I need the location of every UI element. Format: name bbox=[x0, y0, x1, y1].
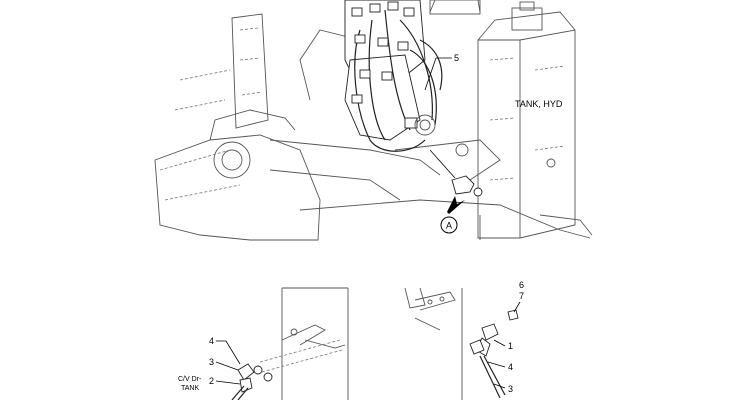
cv-dr-label: C/V Dr- bbox=[178, 376, 202, 383]
callout-1: 1 bbox=[508, 341, 513, 351]
lower-frame-structure bbox=[259, 287, 463, 400]
tank-label: TANK bbox=[181, 385, 199, 392]
hydraulic-tank bbox=[429, 0, 576, 239]
detail-a-fitting bbox=[429, 149, 483, 197]
right-fittings bbox=[469, 309, 519, 399]
control-valve-assembly bbox=[344, 0, 443, 152]
callout-6: 6 bbox=[519, 280, 524, 290]
callout-4-right: 4 bbox=[508, 362, 513, 372]
frame-structure bbox=[154, 13, 593, 241]
tank-hyd-label: TANK, HYD bbox=[515, 99, 563, 109]
callout-3-left: 3 bbox=[209, 357, 214, 367]
callout-4-left: 4 bbox=[209, 336, 214, 346]
callout-2-left: 2 bbox=[209, 376, 214, 386]
left-fittings bbox=[231, 363, 273, 400]
callout-3-right: 3 bbox=[508, 384, 513, 394]
view-arrow bbox=[447, 196, 465, 214]
callout-7: 7 bbox=[519, 291, 524, 301]
callout-5: 5 bbox=[454, 53, 459, 63]
view-marker-label: A bbox=[446, 221, 452, 231]
view-marker-circle bbox=[440, 216, 458, 234]
